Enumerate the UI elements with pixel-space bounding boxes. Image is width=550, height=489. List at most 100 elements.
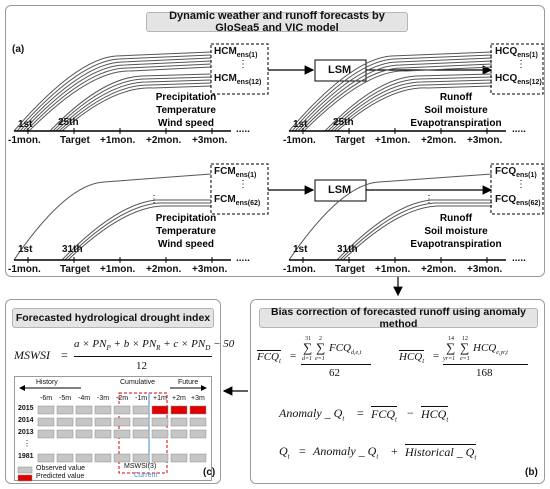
- start-31th-bottom-left: 31th: [62, 244, 83, 255]
- col-header: -2m: [116, 395, 129, 402]
- hcq-sum1-top: 14: [448, 336, 454, 342]
- hindcast-weather-curves: [13, 51, 212, 132]
- axis-tick-target: Target: [335, 135, 365, 146]
- col-header: -3m: [97, 395, 110, 402]
- panel-c-title: Forecasted hydrological drought index: [12, 308, 214, 328]
- fcq-ens62-label: FCQens(62): [495, 194, 541, 207]
- hyd-var-soil-moisture: Soil moisture: [424, 105, 488, 116]
- panel-c-drought-index: Forecasted hydrological drought index MS…: [5, 299, 234, 484]
- mswsi3-tag: MSWSI(3): [124, 463, 157, 470]
- row-1981: [37, 453, 207, 463]
- axis-tick-minus1mon: -1mon.: [283, 135, 316, 146]
- future-label: Future: [178, 379, 199, 386]
- hcq-dashed-box: [490, 43, 544, 95]
- row-2014: [37, 417, 207, 427]
- hcq-mean-formula: HCQt = 14 ∑ yr=1 12 ∑ e=1 HCQe,yr,t 168: [399, 336, 539, 386]
- met-vars-bottom: Precipitation Temperature Wind speed: [136, 212, 236, 251]
- panel-a-title: Dynamic weather and runoff forecasts by …: [146, 10, 408, 34]
- hcq-fraction-bar: [443, 364, 528, 365]
- axis-tick-plus2mon: +2mon.: [421, 135, 457, 146]
- row-2013: [37, 429, 207, 439]
- history-label: History: [36, 379, 58, 386]
- hyd-var-evapotranspiration: Evapotranspiration: [410, 239, 502, 250]
- current-label: Current: [134, 472, 158, 479]
- q-rhs-anomaly: Anomaly _ Qt: [313, 444, 379, 461]
- hcm-dashed-box: [210, 43, 269, 95]
- q-lhs: Qt: [279, 444, 290, 461]
- axis-tick-plus3mon: +3mon.: [467, 135, 503, 146]
- col-header: +3m: [191, 395, 205, 402]
- hcq-ens1-label: HCQens(1): [495, 46, 538, 59]
- axis-tick-target: Target: [335, 264, 365, 275]
- start-25th-top-left: 25th: [58, 117, 79, 128]
- fcq-ens1-label: FCQens(1): [495, 166, 537, 179]
- hcq-sum2-top: 12: [462, 336, 468, 342]
- fcm-dashed-box: [210, 163, 269, 215]
- axis-tick-target: Target: [60, 135, 90, 146]
- mswsi-formula-numerator: a × PNP + b × PNR + c × PND − 50: [74, 338, 235, 353]
- col-header: -4m: [78, 395, 91, 402]
- hcq-denominator: 168: [476, 367, 493, 379]
- fcm-curve-vdots: ⋮: [149, 194, 159, 205]
- met-var-precipitation: Precipitation: [155, 92, 217, 103]
- q-eq: =: [299, 444, 306, 458]
- hcm-ens1-label: HCMens(1): [214, 46, 258, 59]
- fcq-mean-formula: FCQt = 31 ∑ d=1 2 ∑ e=1 FCQd,e,t 62: [257, 336, 387, 386]
- hcq-vdots: ⋮: [516, 59, 526, 70]
- anomaly-rhs-fcq: FCQt: [371, 406, 397, 424]
- col-header: -1m: [135, 395, 148, 402]
- q-rhs-historical: Historical _ Qt: [405, 444, 477, 462]
- col-header: -5m: [59, 395, 72, 402]
- fcq-mean-lhs: FCQt: [257, 350, 281, 366]
- corrected-q-formula: Qt = Anomaly _ Qt + Historical _ Qt: [279, 442, 539, 464]
- fcq-vdots: ⋮: [516, 179, 526, 190]
- legend-observed-swatch: [17, 466, 33, 474]
- panel-a-label: (a): [12, 44, 25, 55]
- forecast-weather-ticks: [27, 257, 213, 263]
- met-var-temperature: Temperature: [156, 105, 216, 116]
- axis-tick-plus3mon: +3mon.: [467, 264, 503, 275]
- hyd-vars-bottom: Runoff Soil moisture Evapotranspiration: [401, 212, 511, 251]
- hindcast-runoff-curves: [288, 51, 493, 132]
- fcq-fraction-bar: [301, 364, 371, 365]
- drought-grid-box: [14, 376, 212, 481]
- legend-predicted-swatch: [17, 474, 33, 482]
- drought-grid: [17, 385, 207, 482]
- fcq-dashed-box: [490, 163, 544, 215]
- q-plus: +: [391, 444, 398, 458]
- row-2015: [37, 405, 207, 415]
- fcq-sigma2: ∑: [316, 340, 326, 355]
- hcm-ens12-label: HCMens(12): [214, 73, 262, 86]
- met-vars-top: Precipitation Temperature Wind speed: [136, 91, 236, 130]
- legend-predicted-label: Predicted value: [36, 473, 85, 480]
- axis-dots: .....: [512, 124, 526, 135]
- panel-b-label: (b): [525, 467, 538, 478]
- anomaly-minus: −: [407, 406, 414, 420]
- fcq-mean-eq: =: [290, 350, 297, 362]
- cumulative-label: Cumulative: [120, 379, 156, 386]
- fcq-sum1-top: 31: [305, 336, 311, 342]
- panel-a-diagram: [13, 43, 544, 263]
- hyd-var-evapotranspiration: Evapotranspiration: [410, 118, 502, 129]
- start-1st-top-left: 1st: [18, 119, 33, 130]
- met-var-wind-speed: Wind speed: [157, 239, 215, 250]
- year-label: 1981: [18, 453, 34, 460]
- anomaly-rhs-hcq: HCQt: [421, 406, 449, 424]
- forecast-weather-curves: [13, 173, 212, 261]
- hindcast-weather-ticks: [27, 128, 213, 134]
- fcq-curve-vdots: ⋮: [424, 194, 434, 205]
- fcq-sigma1: ∑: [303, 340, 313, 355]
- hcq-mean-lhs: HCQt: [399, 350, 425, 366]
- legend-observed-label: Observed value: [36, 465, 86, 472]
- hcm-vdots: ⋮: [238, 59, 248, 70]
- col-header: +2m: [172, 395, 186, 402]
- fcq-sum1-bot: d=1: [302, 356, 313, 362]
- col-header: +1m: [153, 395, 167, 402]
- fcq-sum2-bot: e=1: [315, 356, 325, 362]
- met-var-precipitation: Precipitation: [155, 213, 217, 224]
- lsm-label-top: LSM: [328, 64, 352, 76]
- hyd-var-soil-moisture: Soil moisture: [424, 226, 488, 237]
- axis-dots: .....: [236, 253, 250, 264]
- start-25th-top-right: 25th: [333, 117, 354, 128]
- met-var-wind-speed: Wind speed: [157, 118, 215, 129]
